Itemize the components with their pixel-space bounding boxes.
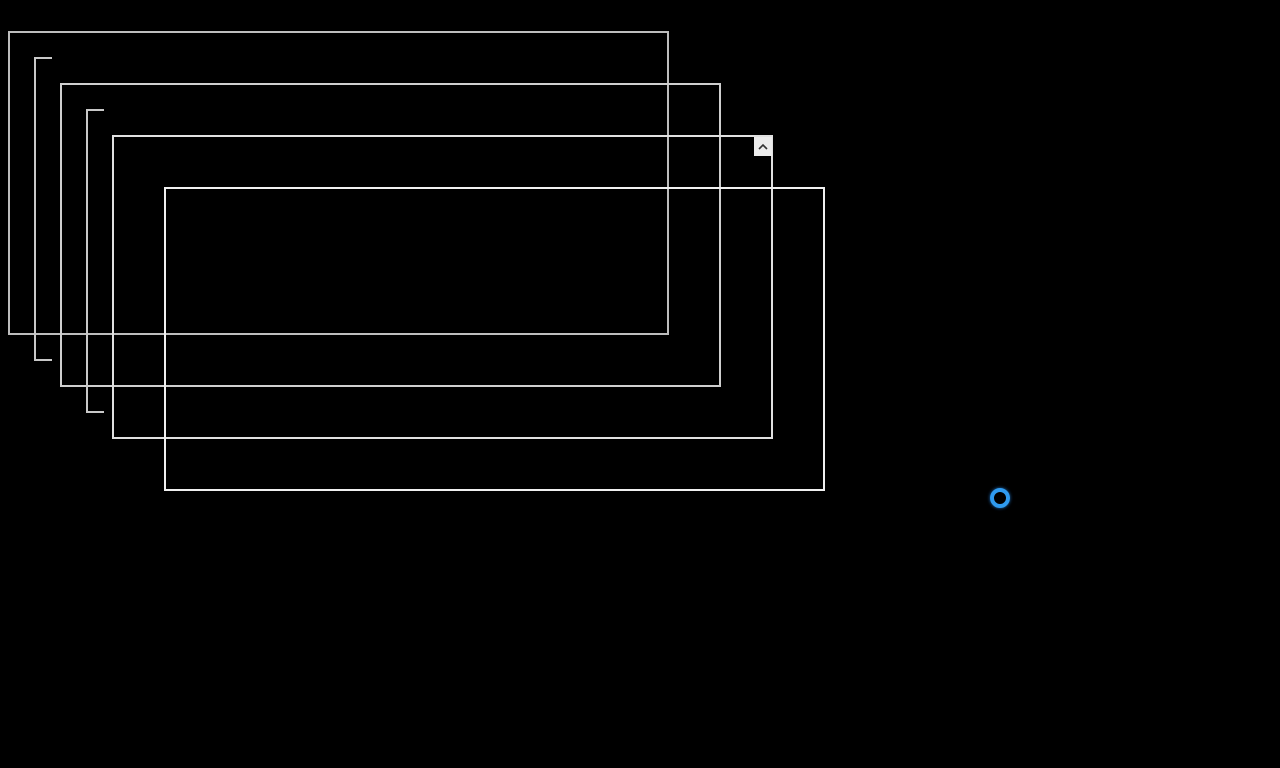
chevron-up-icon	[758, 143, 768, 150]
window-outline-3	[112, 135, 773, 439]
window-edge-fragment-2	[86, 109, 104, 413]
window-outline-2	[60, 83, 721, 387]
window-outline-1	[8, 31, 669, 335]
window-edge-fragment-1	[34, 57, 52, 361]
scroll-up-button[interactable]	[754, 137, 772, 156]
busy-spinner-icon	[990, 488, 1010, 508]
window-outline-4	[164, 187, 825, 491]
